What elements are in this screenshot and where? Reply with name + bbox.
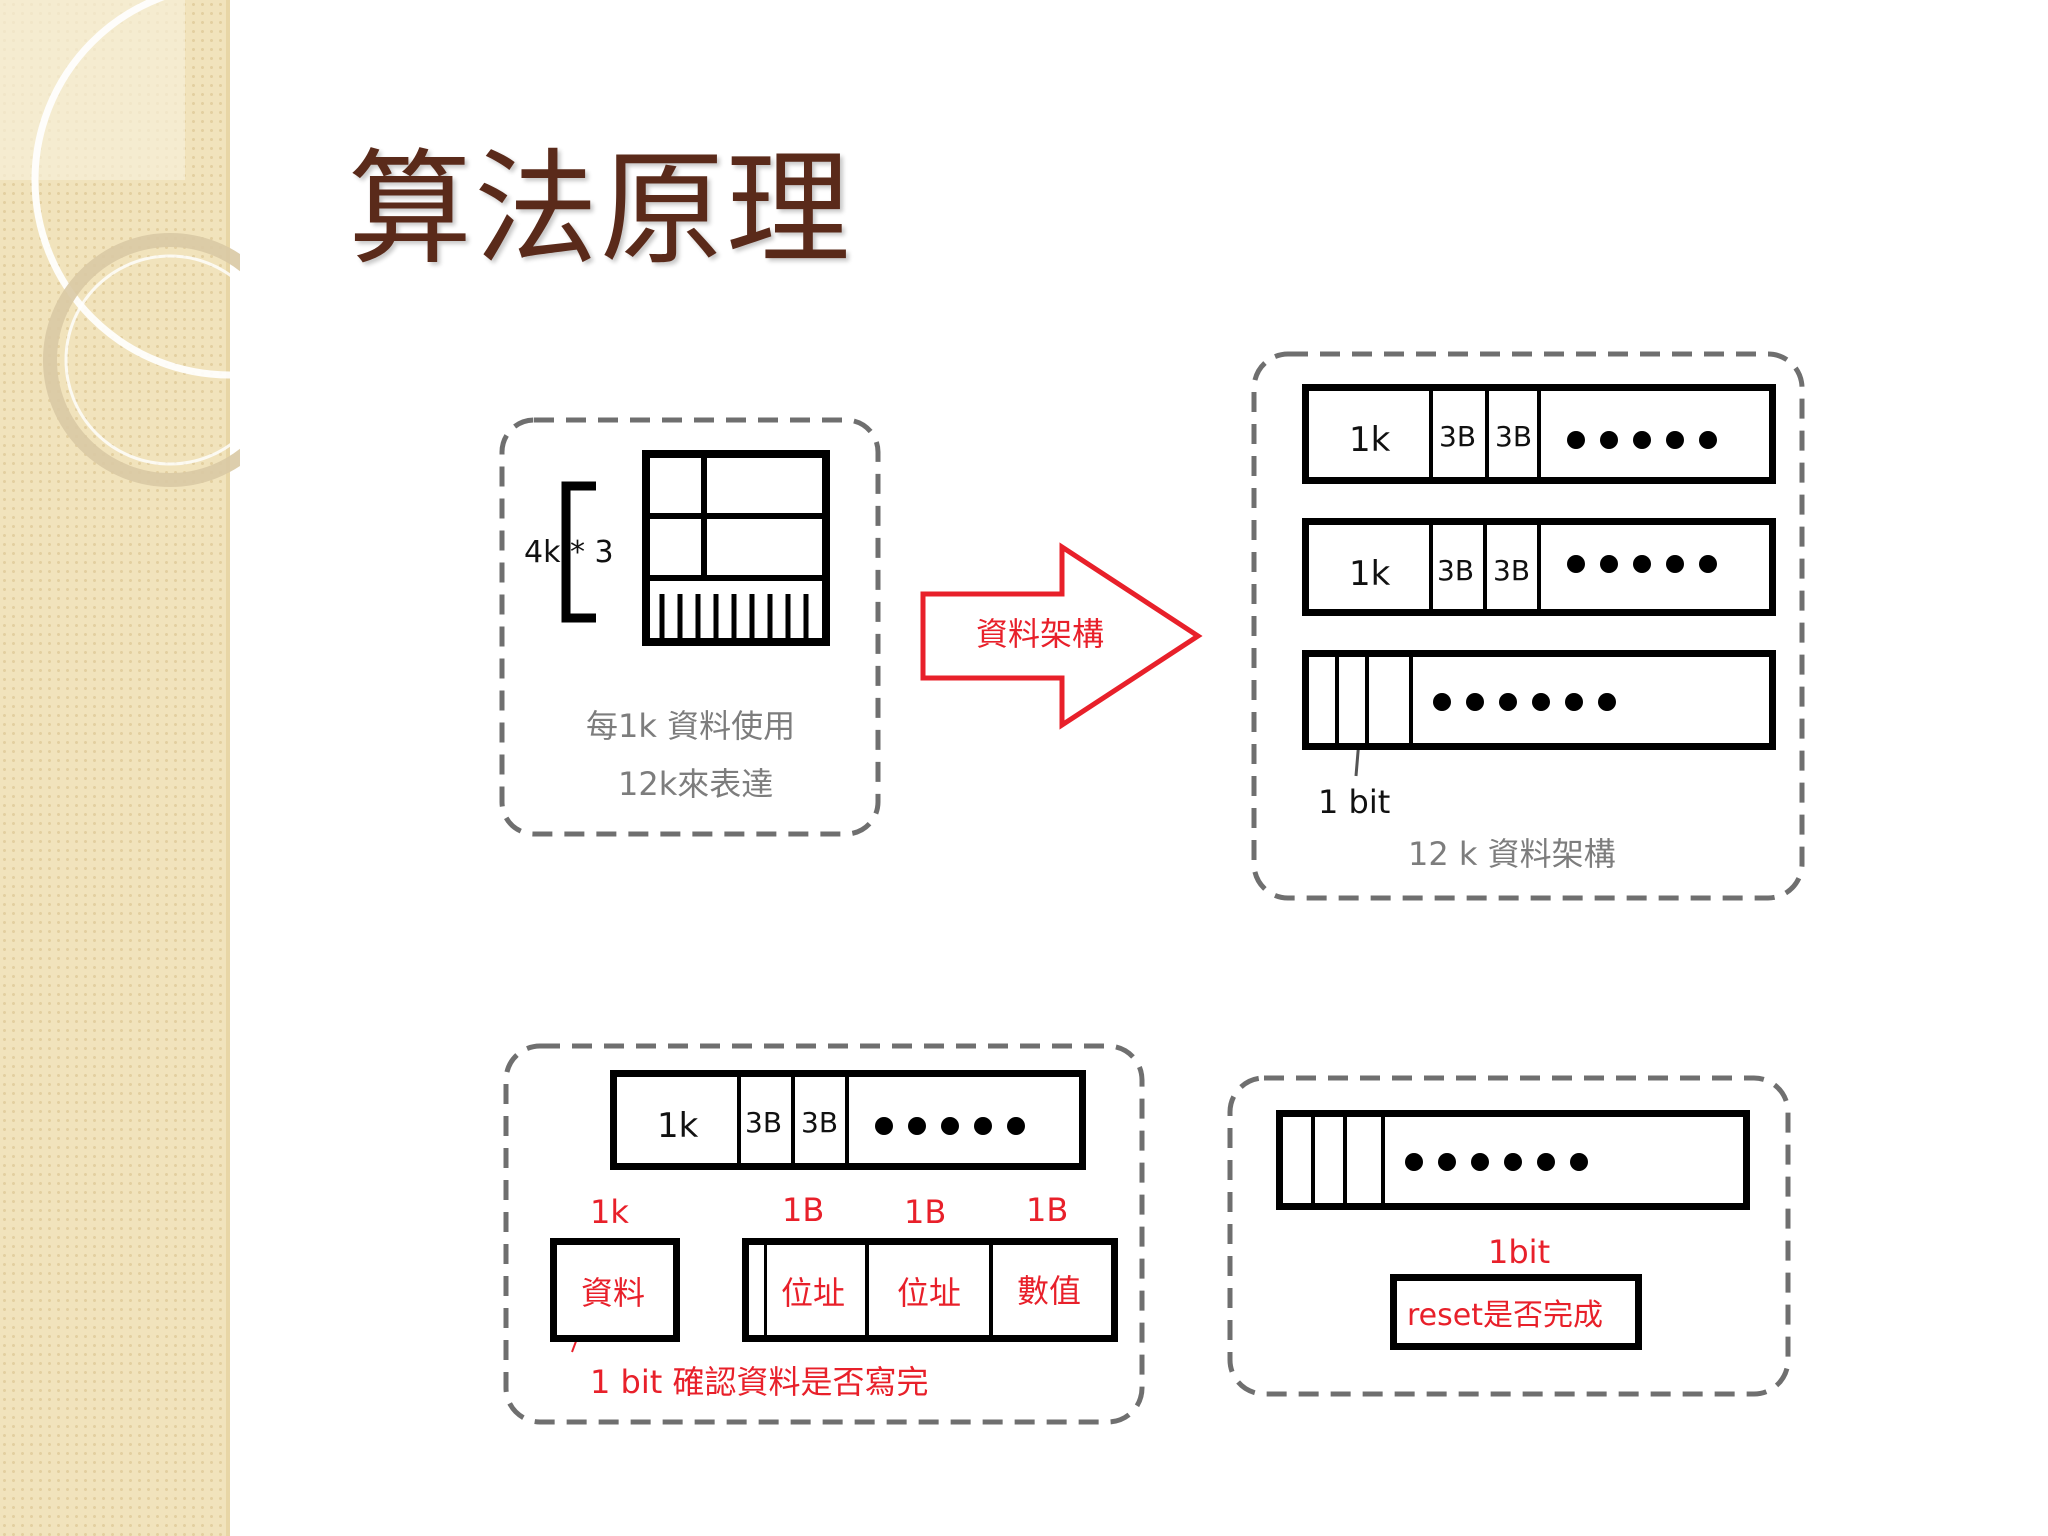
- row1-3b-a: 3B: [1439, 420, 1477, 453]
- row1-1k: 1k: [1349, 420, 1391, 460]
- bits-row-ellipsis-dots: [1433, 693, 1616, 711]
- data-structure-arrow: 資料架構: [920, 542, 1210, 730]
- row1-ellipsis-dots: [1567, 431, 1717, 449]
- structure-caption: 12 k 資料架構: [1408, 835, 1616, 873]
- slide-title: 算法原理: [348, 138, 853, 282]
- reset-bits-row: [1276, 1110, 1750, 1210]
- row2-1k: 1k: [1349, 554, 1391, 594]
- breakdown-3b-b: 3B: [801, 1106, 839, 1139]
- breakdown-ellipsis-dots: [875, 1117, 1025, 1135]
- row2-3b-b: 3B: [1493, 554, 1531, 587]
- panel-12k-structure: 1k 3B 3B 1k 3B 3B 1 bit 12 k 資料架構: [1251, 351, 1805, 901]
- red-arrow-shape: [920, 542, 1203, 730]
- address-value-box: 位址 位址 數值: [742, 1238, 1118, 1342]
- panel-reset-bit: 1bit reset是否完成: [1227, 1075, 1791, 1397]
- reset-complete-box: reset是否完成: [1390, 1274, 1642, 1350]
- size-label-1k: 1k: [590, 1193, 629, 1231]
- bit-label: 1 bit: [1318, 783, 1391, 821]
- arrow-label: 資料架構: [976, 615, 1105, 653]
- address-field-1: 位址: [781, 1274, 846, 1312]
- breakdown-3b-a: 3B: [745, 1106, 783, 1139]
- reset-complete-label: reset是否完成: [1407, 1298, 1603, 1333]
- panel-dashed-frame: [499, 417, 881, 837]
- bracket-label: 4k * 3: [524, 535, 614, 570]
- value-field: 數值: [1017, 1272, 1082, 1310]
- data-field-box: 資料: [550, 1238, 680, 1342]
- row1-3b-b: 3B: [1495, 420, 1533, 453]
- caption-line-1: 每1k 資料使用: [586, 707, 796, 745]
- reset-row-ellipsis-dots: [1405, 1153, 1588, 1171]
- address-field-2: 位址: [897, 1274, 962, 1312]
- size-label-1b-3: 1B: [1026, 1191, 1069, 1229]
- size-label-1b-1: 1B: [782, 1191, 825, 1229]
- panel-field-breakdown: 1k 3B 3B 1k 1B 1B 1B 資料 位址 位址 數值 1 bit 確…: [503, 1043, 1145, 1425]
- row2-ellipsis-dots: [1567, 555, 1717, 573]
- struct-row-2: 1k 3B 3B: [1302, 518, 1776, 616]
- panel-dashed-frame: [1227, 1075, 1791, 1397]
- reset-bit-label: 1bit: [1488, 1233, 1551, 1271]
- struct-row-1: 1k 3B 3B: [1302, 384, 1776, 484]
- data-field-label: 資料: [581, 1274, 646, 1312]
- decorative-rings: [0, 0, 240, 487]
- breakdown-row: 1k 3B 3B: [610, 1070, 1086, 1170]
- struct-row-bits: [1302, 650, 1776, 750]
- breakdown-1k: 1k: [657, 1106, 699, 1146]
- row2-3b-a: 3B: [1437, 554, 1475, 587]
- size-label-1b-2: 1B: [904, 1193, 947, 1231]
- strip-edge: [226, 0, 230, 1536]
- caption-line-2: 12k來表達: [618, 765, 774, 803]
- panel-memory-grid: 4k * 3 每1k 資料使用 12k來表達: [499, 417, 881, 837]
- write-complete-note: 1 bit 確認資料是否寫完: [590, 1363, 929, 1401]
